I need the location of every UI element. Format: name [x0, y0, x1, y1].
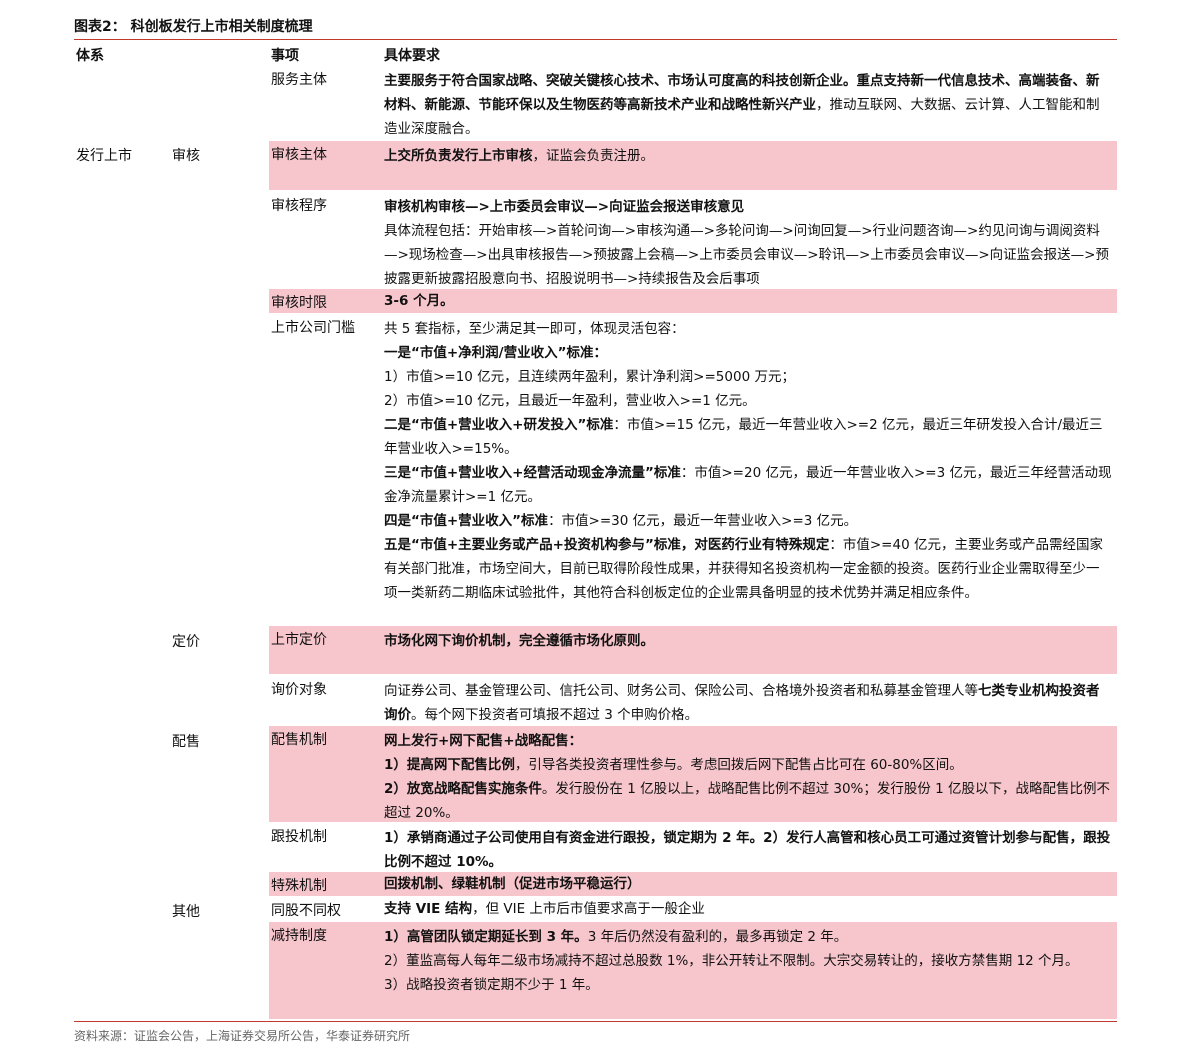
row-requirement: 回拨机制、绿鞋机制（促进市场平稳运行）	[384, 872, 1112, 896]
category-other: 其他	[172, 904, 200, 920]
row-item: 审核主体	[271, 147, 327, 163]
req-text: 2）董监高每人每年二级市场减持不超过总股数 1%，非公开转让不限制。大宗交易转让…	[384, 953, 1079, 969]
category-pricing: 定价	[172, 634, 200, 650]
req-text: ：市值>=40 亿元，主要业务或产品需经国家有关部门批准，市场空间大，目前已取得…	[384, 537, 1103, 601]
req-text: 3）战略投资者锁定期不少于 1 年。	[384, 977, 599, 993]
row-requirement: 审核机构审核—>上市委员会审议—>向证监会报送审核意见 具体流程包括：开始审核—…	[384, 195, 1112, 291]
row-item: 配售机制	[271, 732, 327, 748]
row-item: 审核程序	[271, 198, 327, 214]
req-bold: 上交所负责发行上市审核	[384, 148, 533, 164]
top-rule	[74, 39, 1117, 40]
req-text: 3 年后仍然没有盈利的，最多再锁定 2 年。	[587, 929, 848, 945]
req-bold: 二是“市值+营业收入+研发投入”标准	[384, 417, 614, 433]
req-bold: 网上发行+网下配售+战略配售：	[384, 733, 583, 749]
req-text: 向证券公司、基金管理公司、信托公司、财务公司、保险公司、合格境外投资者和私募基金…	[384, 683, 978, 699]
req-text: ，证监会负责注册。	[532, 148, 655, 164]
bottom-rule	[74, 1021, 1117, 1022]
row-requirement: 共 5 套指标，至少满足其一即可，体现灵活包容： 一是“市值+净利润/营业收入”…	[384, 317, 1112, 605]
req-bold: 1）高管团队锁定期延长到 3 年。	[384, 929, 588, 945]
req-text: 。每个网下投资者可填报不超过 3 个申购价格。	[411, 707, 699, 723]
table-row: 询价对象 向证券公司、基金管理公司、信托公司、财务公司、保险公司、合格境外投资者…	[269, 676, 1117, 724]
req-bold: 1）提高网下配售比例	[384, 757, 515, 773]
req-bold: 支持 VIE 结构	[384, 901, 473, 917]
figure-title: 图表2： 科创板发行上市相关制度梳理	[74, 19, 313, 35]
req-bold: 审核机构审核—>上市委员会审议—>向证监会报送审核意见	[384, 199, 745, 215]
row-requirement: 1）承销商通过子公司使用自有资金进行跟投，锁定期为 2 年。2）发行人高管和核心…	[384, 826, 1112, 874]
req-text: ，引导各类投资者理性参与。考虑回拨后网下配售占比可在 60-80%区间。	[514, 757, 963, 773]
row-item: 询价对象	[271, 682, 327, 698]
req-bold: 1）承销商通过子公司使用自有资金进行跟投，锁定期为 2 年。2）发行人高管和核心…	[384, 830, 1111, 870]
table-row: 审核时限 3-6 个月。	[269, 289, 1117, 313]
row-item: 跟投机制	[271, 829, 327, 845]
table-row: 审核主体 上交所负责发行上市审核，证监会负责注册。	[269, 141, 1117, 190]
header-system: 体系	[76, 48, 104, 64]
row-requirement: 市场化网下询价机制，完全遵循市场化原则。	[384, 629, 1112, 653]
row-requirement: 上交所负责发行上市审核，证监会负责注册。	[384, 144, 1112, 168]
row-requirement: 支持 VIE 结构，但 VIE 上市后市值要求高于一般企业	[384, 897, 1112, 921]
table-row: 跟投机制 1）承销商通过子公司使用自有资金进行跟投，锁定期为 2 年。2）发行人…	[269, 823, 1117, 871]
req-bold: 主要服务于符合国家战略、突破关键核心技术、市场认可度高的科技创新企业。重点支持新…	[384, 73, 1100, 113]
table-row: 上市公司门槛 共 5 套指标，至少满足其一即可，体现灵活包容： 一是“市值+净利…	[269, 314, 1117, 624]
req-bold: 一是“市值+净利润/营业收入”标准：	[384, 345, 607, 361]
row-item: 特殊机制	[271, 878, 327, 894]
table-row: 特殊机制 回拨机制、绿鞋机制（促进市场平稳运行）	[269, 872, 1117, 896]
category-placement: 配售	[172, 734, 200, 750]
table-row: 服务主体 主要服务于符合国家战略、突破关键核心技术、市场认可度高的科技创新企业。…	[269, 66, 1117, 140]
row-requirement: 主要服务于符合国家战略、突破关键核心技术、市场认可度高的科技创新企业。重点支持新…	[384, 69, 1112, 141]
req-bold: 七类专业机构投资者询价	[384, 683, 1100, 723]
req-bold: 回拨机制、绿鞋机制（促进市场平稳运行）	[384, 876, 641, 892]
row-item: 同股不同权	[271, 903, 341, 919]
row-item: 减持制度	[271, 928, 327, 944]
req-text: ，但 VIE 上市后市值要求高于一般企业	[472, 901, 705, 917]
table-row: 同股不同权 支持 VIE 结构，但 VIE 上市后市值要求高于一般企业	[269, 897, 1117, 921]
req-text: 具体流程包括：开始审核—>首轮问询—>审核沟通—>多轮问询—>问询回复—>行业问…	[384, 223, 1109, 287]
row-item: 服务主体	[271, 72, 327, 88]
req-bold: 市场化网下询价机制，完全遵循市场化原则。	[384, 633, 654, 649]
req-text: 1）市值>=10 亿元，且连续两年盈利，累计净利润>=5000 万元；	[384, 369, 795, 385]
row-item: 上市公司门槛	[271, 320, 355, 336]
category-review: 审核	[172, 148, 200, 164]
req-bold: 三是“市值+营业收入+经营活动现金净流量”标准	[384, 465, 681, 481]
source-note: 资料来源：证监会公告，上海证券交易所公告，华泰证券研究所	[74, 1029, 411, 1043]
req-text: ：市值>=30 亿元，最近一年营业收入>=3 亿元。	[548, 513, 858, 529]
row-item: 审核时限	[271, 295, 327, 311]
req-text: ：市值>=15 亿元，最近一年营业收入>=2 亿元，最近三年研发投入合计/最近三…	[384, 417, 1103, 457]
header-item: 事项	[271, 48, 299, 64]
table-row: 上市定价 市场化网下询价机制，完全遵循市场化原则。	[269, 626, 1117, 674]
header-requirement: 具体要求	[384, 48, 440, 64]
req-bold: 四是“市值+营业收入”标准	[384, 513, 549, 529]
row-requirement: 3-6 个月。	[384, 289, 1112, 313]
req-text: ：市值>=20 亿元，最近一年营业收入>=3 亿元，最近三年经营活动现金净流量累…	[384, 465, 1112, 505]
table-row: 配售机制 网上发行+网下配售+战略配售： 1）提高网下配售比例，引导各类投资者理…	[269, 726, 1117, 822]
row-item: 上市定价	[271, 632, 327, 648]
req-bold: 五是“市值+主要业务或产品+投资机构参与”标准，对医药行业有特殊规定	[384, 537, 830, 553]
req-text: ，推动互联网、大数据、云计算、人工智能和制造业深度融合。	[384, 97, 1100, 137]
table-row: 减持制度 1）高管团队锁定期延长到 3 年。3 年后仍然没有盈利的，最多再锁定 …	[269, 922, 1117, 1019]
row-requirement: 1）高管团队锁定期延长到 3 年。3 年后仍然没有盈利的，最多再锁定 2 年。 …	[384, 925, 1112, 997]
req-bold: 2）放宽战略配售实施条件	[384, 781, 542, 797]
req-text: 。发行股份在 1 亿股以上，战略配售比例不超过 30%；发行股份 1 亿股以下，…	[384, 781, 1111, 821]
req-text: 共 5 套指标，至少满足其一即可，体现灵活包容：	[384, 321, 685, 337]
req-bold: 3-6 个月。	[384, 293, 454, 309]
table-row: 审核程序 审核机构审核—>上市委员会审议—>向证监会报送审核意见 具体流程包括：…	[269, 192, 1117, 288]
category-main: 发行上市	[76, 148, 132, 164]
row-requirement: 向证券公司、基金管理公司、信托公司、财务公司、保险公司、合格境外投资者和私募基金…	[384, 679, 1112, 727]
req-text: 2）市值>=10 亿元，且最近一年盈利，营业收入>=1 亿元。	[384, 393, 756, 409]
row-requirement: 网上发行+网下配售+战略配售： 1）提高网下配售比例，引导各类投资者理性参与。考…	[384, 729, 1112, 825]
